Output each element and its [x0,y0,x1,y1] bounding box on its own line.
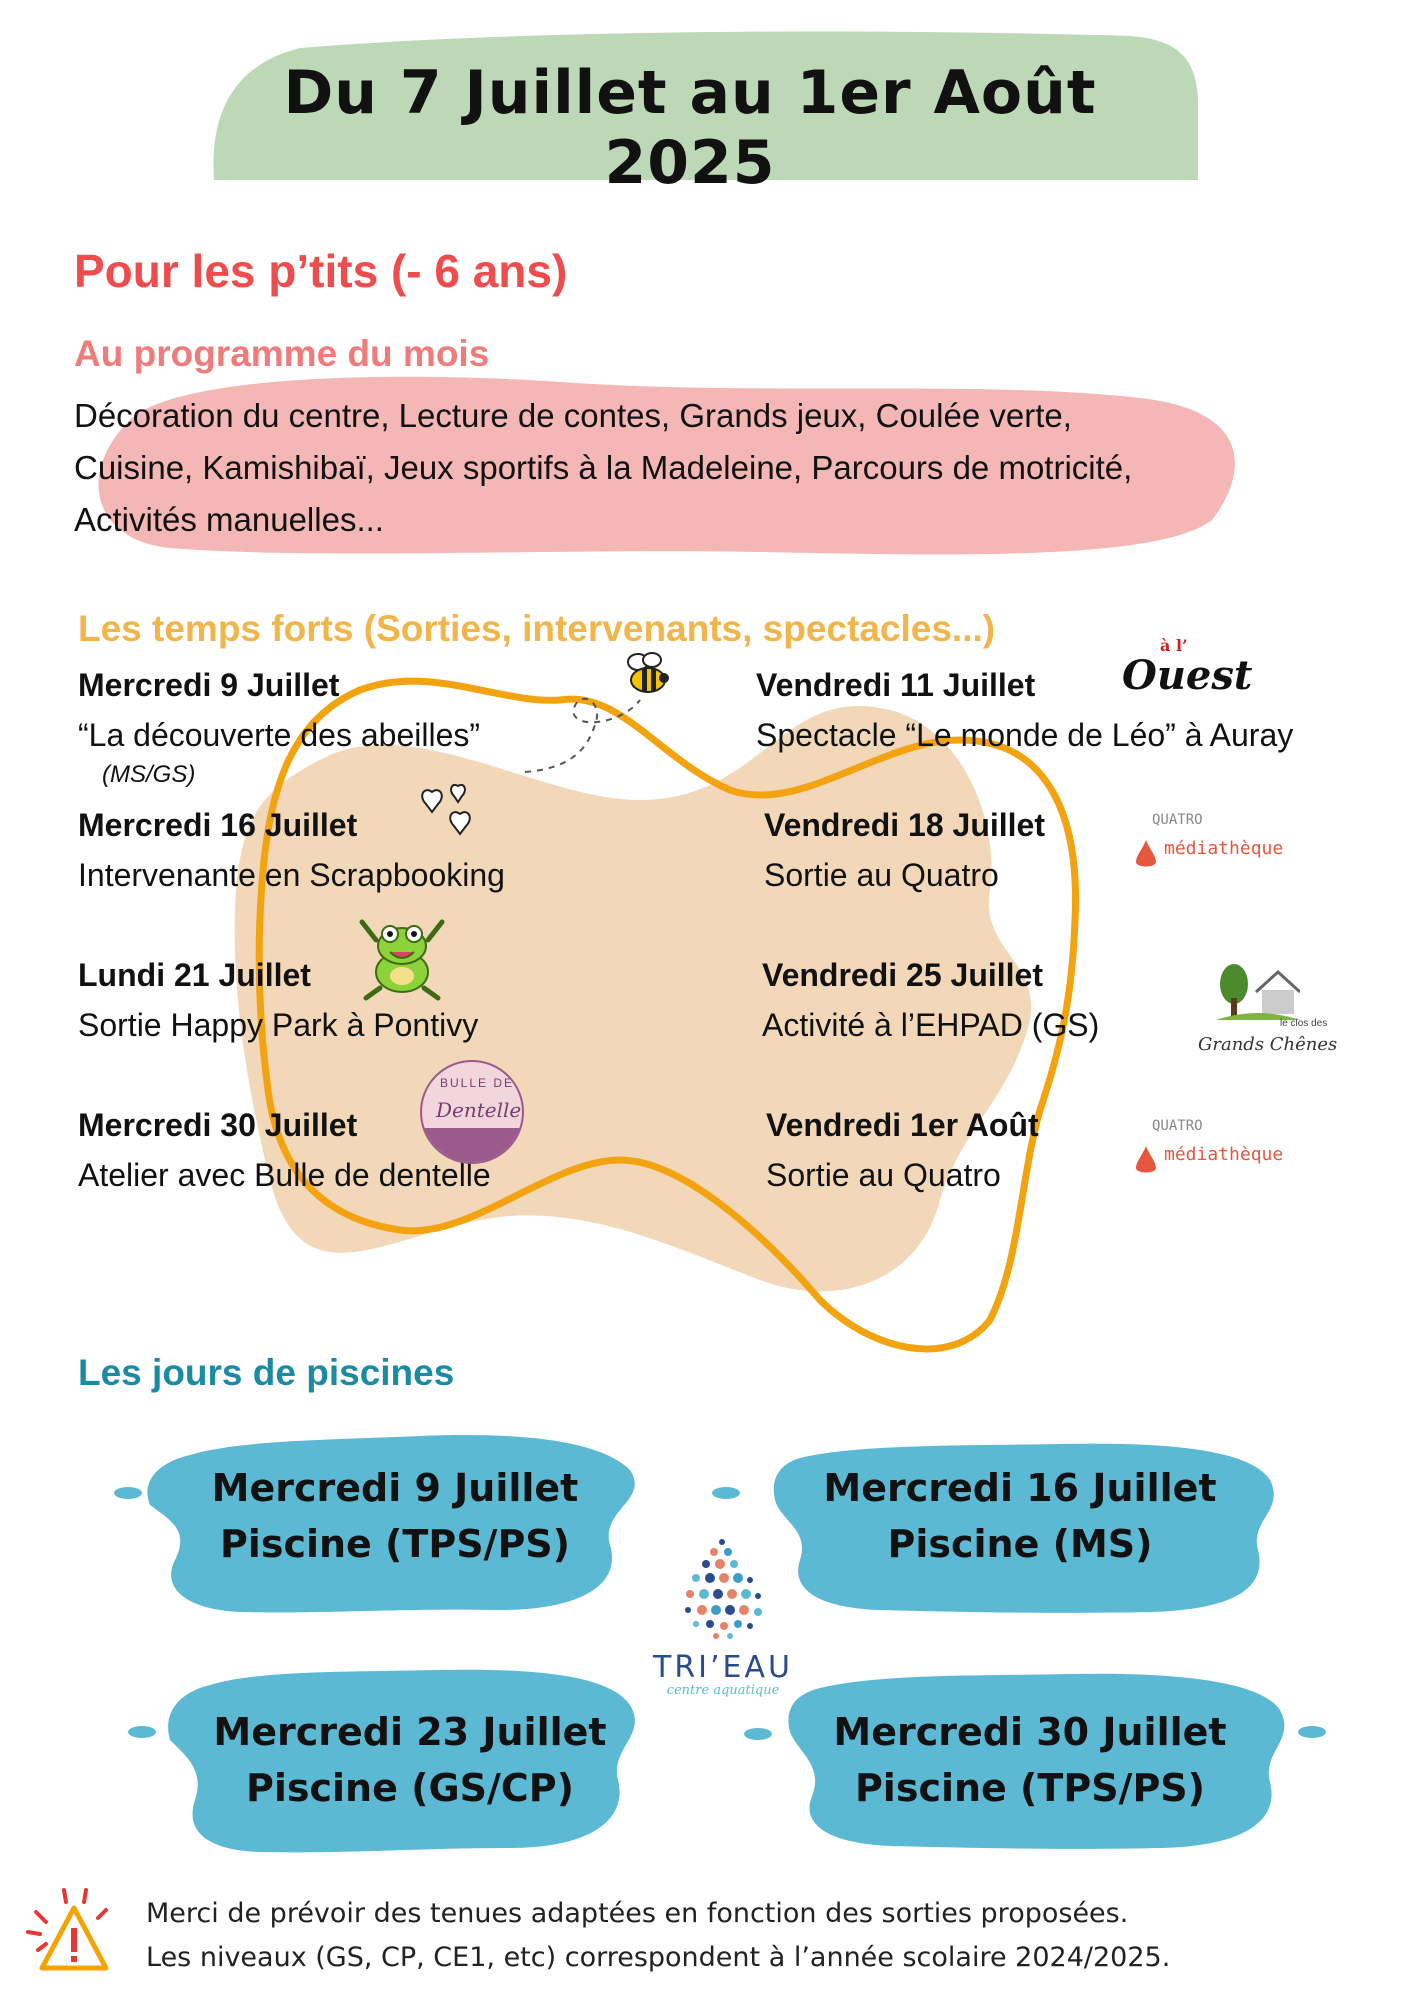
event-date: Vendredi 1er Août [766,1107,1039,1143]
ouest-logo-main: Ouest [1122,652,1253,699]
programme-line: Décoration du centre, Lecture de contes,… [74,397,1072,434]
programme-text: Décoration du centre, Lecture de contes,… [74,390,1364,546]
hearts-icon [421,784,471,836]
highlights-loop [255,677,1080,1353]
event-date: Lundi 21 Juillet [78,957,311,993]
event-text: Atelier avec Bulle de dentelle [78,1157,491,1193]
programme-line: Cuisine, Kamishibaï, Jeux sportifs à la … [74,449,1133,486]
pool-label: Piscine (TPS/PS) [219,1522,571,1566]
event-date: Mercredi 30 Juillet [78,1107,358,1143]
trieau-dots-icon [685,1539,762,1639]
pool-label: Piscine (TPS/PS) [854,1766,1206,1810]
event-date: Mercredi 9 Juillet [78,667,340,703]
pool-item: Mercredi 23 Juillet Piscine (GS/CP) [190,1704,630,1816]
bulle-logo-main: Dentelle [436,1098,522,1122]
event-date: Vendredi 25 Juillet [762,957,1043,993]
pool-item: Mercredi 16 Juillet Piscine (MS) [790,1460,1250,1572]
event-date: Mercredi 16 Juillet [78,807,358,843]
drop-icon [1136,840,1156,867]
note-line: Les niveaux (GS, CP, CE1, etc) correspon… [146,1942,1171,1973]
pool-date: Mercredi 23 Juillet [213,1710,607,1754]
pool-date: Mercredi 9 Juillet [211,1466,579,1510]
quatro-logo: QUATRO médiathèque [1134,1118,1314,1188]
pool-item: Mercredi 30 Juillet Piscine (TPS/PS) [800,1704,1260,1816]
pools-heading: Les jours de piscines [78,1352,455,1393]
event-item: Mercredi 30 Juillet Atelier avec Bulle d… [78,1100,491,1200]
event-date: Vendredi 11 Juillet [756,667,1036,703]
event-item: Mercredi 16 Juillet Intervenante en Scra… [78,800,505,900]
page-title: Du 7 Juillet au 1er Août 2025 [283,58,1097,198]
trieau-logo: TRI’EAU centre aquatique [648,1650,798,1698]
event-date: Vendredi 18 Juillet [764,807,1045,843]
quatro-logo-main: médiathèque [1164,1144,1284,1165]
pool-item: Mercredi 9 Juillet Piscine (TPS/PS) [180,1460,610,1572]
event-item: Vendredi 1er Août Sortie au Quatro [766,1100,1039,1200]
event-sub: (MS/GS) [102,761,196,788]
note-line: Merci de prévoir des tenues adaptées en … [146,1898,1129,1929]
event-text: Sortie au Quatro [766,1157,1001,1193]
event-text: Sortie Happy Park à Pontivy [78,1007,479,1043]
bulle-logo-top: BULLE DE [440,1076,515,1090]
warning-icon [26,1888,109,1971]
event-item: Vendredi 11 Juillet Spectacle “Le monde … [756,660,1293,760]
event-text: Activité à l’EHPAD (GS) [762,1007,1100,1043]
trieau-logo-main: TRI’EAU [653,1650,793,1685]
grands-chenes-logo-top: le clos des [1280,1018,1328,1029]
quatro-logo-main: médiathèque [1164,838,1284,859]
ouest-logo: à l’ Ouest [1122,636,1252,702]
frog-icon [359,919,445,1001]
event-text: “La découverte des abeilles” [78,717,481,753]
highlights-heading: Les temps forts (Sorties, intervenants, … [78,608,996,649]
tree-house-icon [1216,964,1300,1020]
programme-line: Activités manuelles... [74,501,384,538]
grands-chenes-logo-main: Grands Chênes [1198,1034,1338,1055]
event-item: Vendredi 18 Juillet Sortie au Quatro [764,800,1045,900]
event-item: Vendredi 25 Juillet Activité à l’EHPAD (… [762,950,1099,1050]
pool-date: Mercredi 30 Juillet [833,1710,1227,1754]
pool-puddles [114,1435,1326,1853]
ouest-logo-top: à l’ [1160,636,1188,655]
title-banner [213,31,1199,180]
quatro-logo-top: QUATRO [1152,1118,1203,1134]
grands-chenes-logo: le clos des Grands Chênes [1196,962,1338,1062]
section-title: Pour les p’tits (- 6 ans) [74,245,568,297]
drop-icon [1136,1146,1156,1173]
pool-date: Mercredi 16 Juillet [823,1466,1217,1510]
pool-label: Piscine (MS) [887,1522,1153,1566]
event-text: Sortie au Quatro [764,857,999,893]
bee-trail [524,697,641,773]
quatro-logo: QUATRO médiathèque [1134,812,1314,882]
event-text: Intervenante en Scrapbooking [78,857,505,893]
programme-blob [98,376,1235,555]
pool-label: Piscine (GS/CP) [245,1766,574,1810]
bulle-logo-band [422,1128,522,1162]
bee-icon [627,652,669,693]
event-text: Spectacle “Le monde de Léo” à Auray [756,717,1294,753]
event-item: Mercredi 9 Juillet “La découverte des ab… [78,660,480,790]
programme-heading: Au programme du mois [74,333,490,374]
bulle-de-dentelle-logo: BULLE DE Dentelle [420,1060,524,1164]
note-text: Merci de prévoir des tenues adaptées en … [146,1892,1170,1980]
event-item: Lundi 21 Juillet Sortie Happy Park à Pon… [78,950,478,1050]
quatro-logo-top: QUATRO [1152,812,1203,828]
trieau-logo-sub: centre aquatique [666,1683,780,1698]
